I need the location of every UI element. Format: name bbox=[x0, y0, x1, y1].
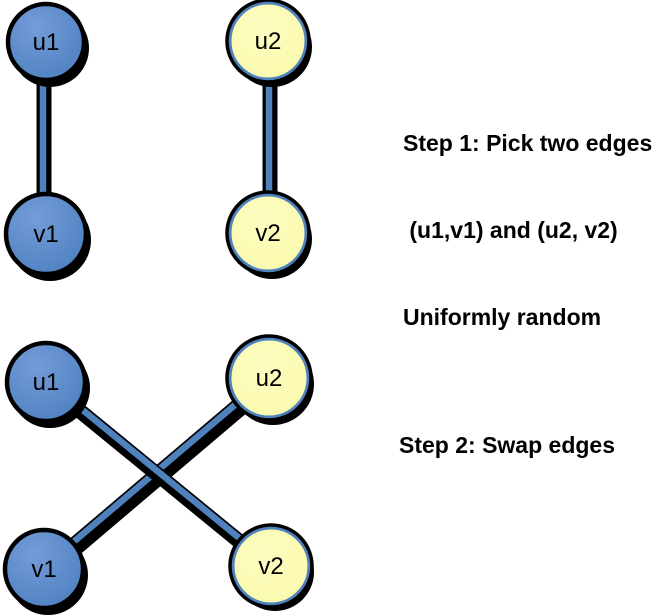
node-step1-u2-ring bbox=[225, 0, 311, 84]
node-label-v2: v2 bbox=[255, 220, 280, 247]
node-label-u1: u1 bbox=[33, 369, 60, 396]
node-step1-u2: u2 bbox=[225, 0, 312, 87]
node-label-v2: v2 bbox=[258, 553, 283, 580]
node-label-v1: v1 bbox=[33, 221, 58, 248]
edge-u1-v2 bbox=[41, 376, 279, 577]
node-step1-v2-ring bbox=[225, 190, 311, 276]
node-step1-v2-circle bbox=[228, 193, 308, 273]
step2-caption-line-1: Step 2: Swap edges bbox=[399, 432, 616, 458]
node-step2-u2: u2 bbox=[225, 334, 314, 425]
node-step1-v1-circle bbox=[3, 191, 89, 277]
node-step2-v1-circle bbox=[2, 527, 86, 611]
node-step2-u1: u1 bbox=[4, 340, 90, 428]
step1-caption-line-3: Uniformly random bbox=[403, 304, 602, 330]
step1-graph: u1 u2 v1 v2 bbox=[3, 0, 312, 281]
node-step2-v2-ring bbox=[228, 523, 314, 609]
node-label-u1: u1 bbox=[33, 29, 60, 56]
step2-caption: Step 2: Swap edges bbox=[399, 373, 615, 518]
step1-caption: Step 1: Pick two edges (u1,v1) and (u2, … bbox=[403, 71, 652, 390]
node-step1-v1: v1 bbox=[3, 191, 91, 281]
node-label-u2: u2 bbox=[256, 365, 283, 392]
node-step2-u2-ring bbox=[225, 334, 313, 422]
node-step2-v2-circle bbox=[231, 526, 311, 606]
node-step2-u1-circle bbox=[4, 340, 88, 424]
node-step1-u1: u1 bbox=[5, 1, 89, 87]
step1-caption-line-1: Step 1: Pick two edges bbox=[403, 130, 653, 156]
edge-u1-v2-core bbox=[43, 377, 274, 567]
step1-caption-line-2: (u1,v1) and (u2, v2) bbox=[403, 217, 618, 243]
node-step2-v2: v2 bbox=[228, 523, 314, 611]
step2-graph: u1 u2 v1 v2 bbox=[2, 334, 314, 615]
node-step1-u1-circle bbox=[5, 1, 87, 83]
node-step1-u2-circle bbox=[228, 1, 308, 81]
node-step2-v1: v1 bbox=[2, 527, 88, 615]
node-label-u2: u2 bbox=[255, 28, 282, 55]
node-step1-v2: v2 bbox=[225, 190, 312, 279]
node-label-v1: v1 bbox=[31, 556, 56, 583]
node-step2-u2-circle bbox=[228, 337, 310, 419]
